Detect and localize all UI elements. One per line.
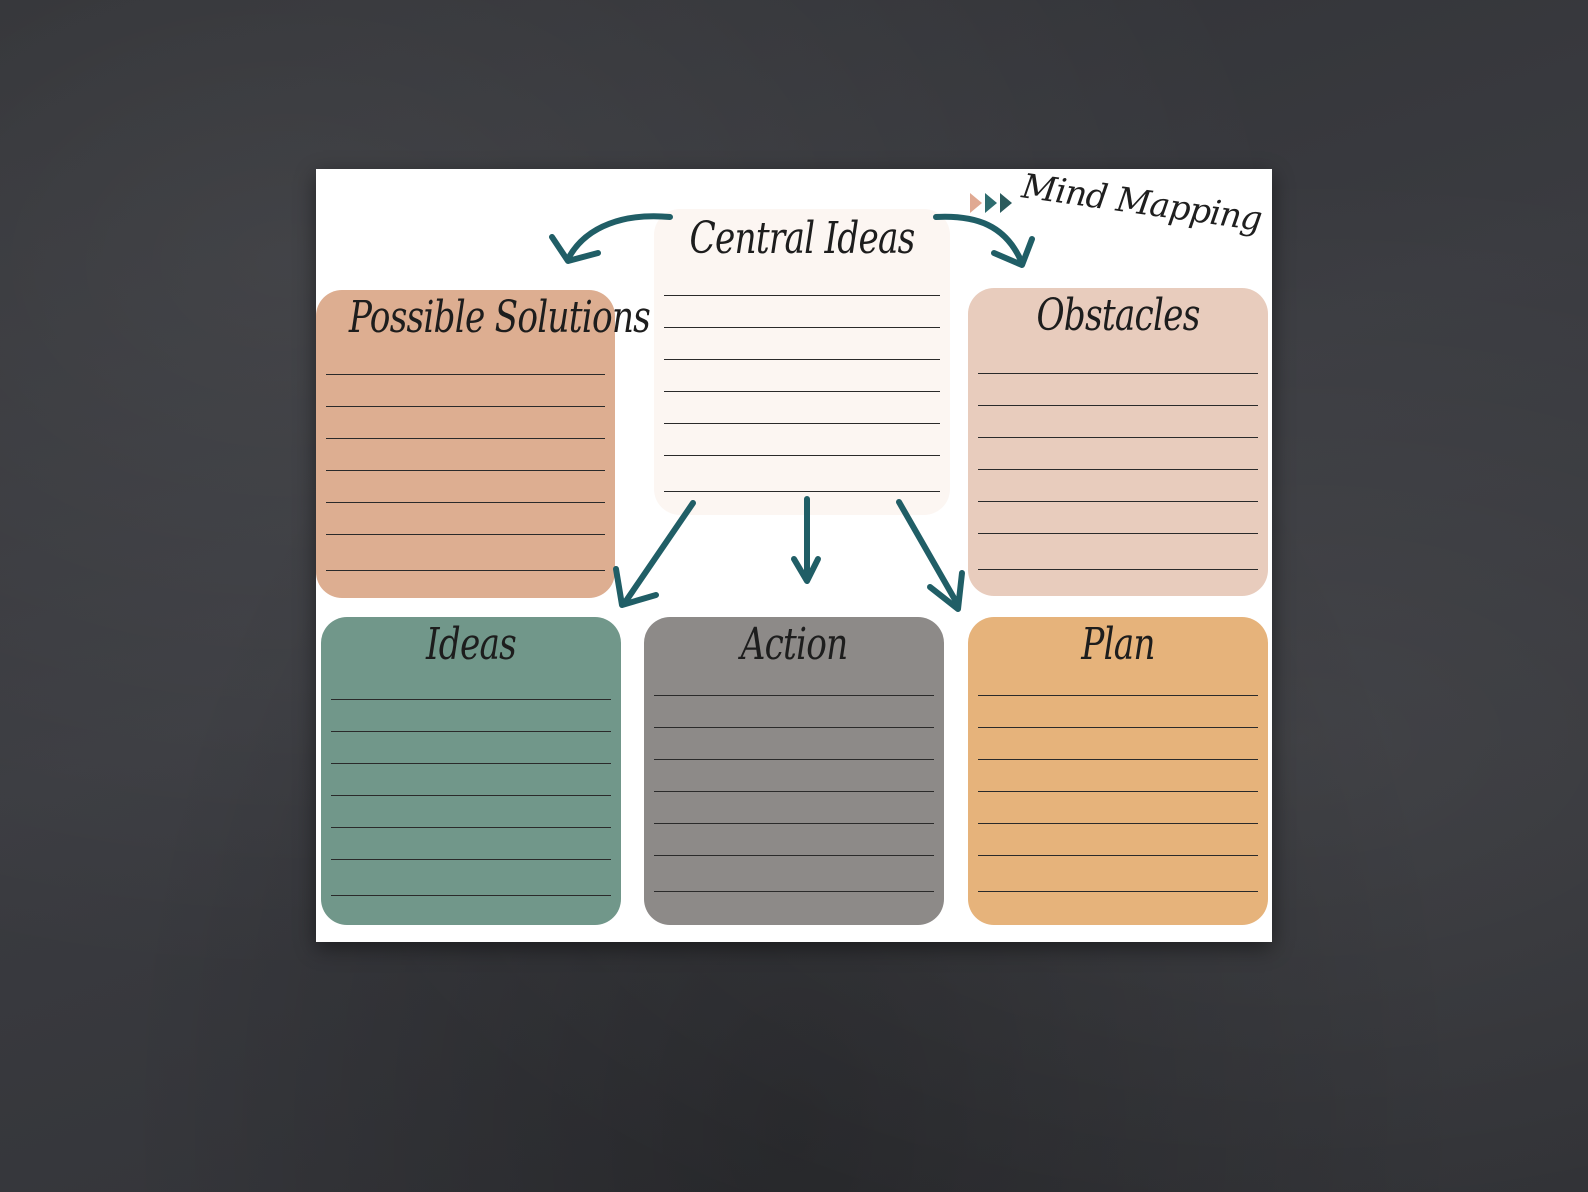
- card-ideas: Ideas: [321, 617, 621, 925]
- writing-line: [654, 791, 934, 793]
- writing-line: [654, 727, 934, 729]
- writing-line: [331, 795, 611, 797]
- writing-line: [331, 763, 611, 765]
- writing-line: [331, 731, 611, 733]
- writing-line: [978, 891, 1258, 893]
- writing-line: [664, 455, 940, 457]
- writing-line: [326, 374, 605, 376]
- writing-line: [978, 569, 1258, 571]
- brand-header: Mind Mapping: [969, 166, 1264, 240]
- arrow-head-obstacles: [991, 236, 1035, 268]
- chevron-icon-1: [969, 193, 982, 213]
- card-title-plan: Plan: [1081, 619, 1155, 670]
- writing-line: [654, 759, 934, 761]
- writing-line: [978, 791, 1258, 793]
- writing-line: [326, 406, 605, 408]
- writing-line: [978, 533, 1258, 535]
- writing-line: [978, 855, 1258, 857]
- arrow-head-plan: [927, 570, 965, 612]
- card-title-central-ideas: Central Ideas: [689, 213, 915, 264]
- writing-line: [654, 823, 934, 825]
- card-possible-solutions: Possible Solutions: [316, 290, 651, 598]
- card-action: Action: [644, 617, 944, 925]
- card-obstacles: Obstacles: [968, 288, 1268, 596]
- chevron-icon-2: [984, 193, 997, 213]
- writing-line: [331, 827, 611, 829]
- writing-line: [978, 695, 1258, 697]
- writing-line: [331, 895, 611, 897]
- card-title-ideas: Ideas: [425, 619, 517, 670]
- writing-line: [654, 855, 934, 857]
- arrow-head-ideas: [613, 566, 659, 608]
- writing-line: [331, 859, 611, 861]
- arrow-head-action: [791, 556, 821, 584]
- arrow-head-possible-solutions: [549, 234, 601, 264]
- card-central-ideas: Central Ideas: [654, 209, 950, 515]
- chevron-icon-3: [999, 193, 1012, 213]
- card-title-action: Action: [740, 619, 849, 670]
- writing-line: [978, 823, 1258, 825]
- card-plan: Plan: [968, 617, 1268, 925]
- writing-line: [664, 359, 940, 361]
- writing-line: [664, 491, 940, 493]
- writing-line: [664, 295, 940, 297]
- arrow-to-ideas: [623, 500, 696, 604]
- writing-line: [654, 695, 934, 697]
- writing-line: [326, 438, 605, 440]
- writing-line: [978, 405, 1258, 407]
- card-title-obstacles: Obstacles: [1036, 290, 1200, 341]
- writing-line: [978, 437, 1258, 439]
- writing-line: [326, 570, 605, 572]
- writing-line: [978, 759, 1258, 761]
- writing-line: [326, 534, 605, 536]
- writing-line: [326, 502, 605, 504]
- writing-line: [664, 327, 940, 329]
- card-title-possible-solutions: Possible Solutions: [348, 292, 651, 343]
- writing-line: [331, 699, 611, 701]
- writing-line: [978, 727, 1258, 729]
- writing-line: [326, 470, 605, 472]
- writing-line: [978, 373, 1258, 375]
- writing-line: [664, 423, 940, 425]
- brand-title: Mind Mapping: [1019, 166, 1264, 240]
- writing-line: [978, 469, 1258, 471]
- writing-line: [664, 391, 940, 393]
- writing-line: [978, 501, 1258, 503]
- writing-line: [654, 891, 934, 893]
- mind-map-sheet: Mind Mapping Central Ideas Possible Solu…: [316, 166, 1272, 942]
- arrow-to-plan: [896, 499, 961, 608]
